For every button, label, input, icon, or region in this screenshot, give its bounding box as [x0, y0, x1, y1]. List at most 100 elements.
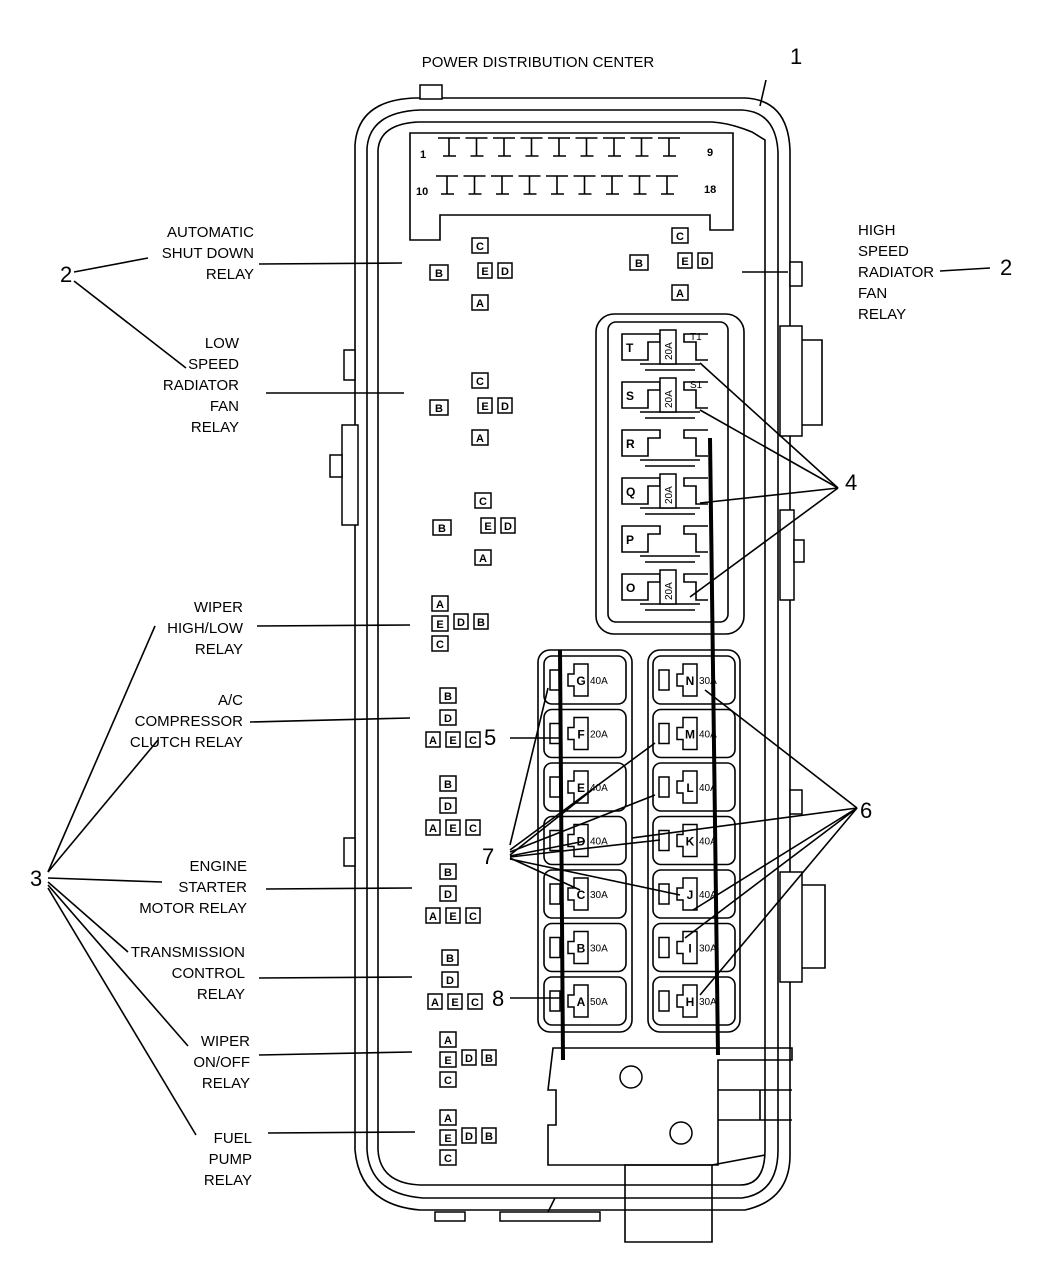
relay-pin — [431, 595, 449, 612]
maxi-fuse-slot-label: J — [687, 888, 694, 902]
maxi-fuse-amp-label: 30A — [590, 890, 608, 901]
relay-pin-label: C — [479, 496, 487, 508]
relay-pin-label: B — [485, 1053, 493, 1065]
relay-pin-label: E — [444, 1055, 451, 1067]
relay-pin — [671, 284, 689, 301]
relay-pin-label: C — [676, 231, 684, 243]
connector-pin-icon — [491, 175, 513, 195]
mini-fuse-tag-label: T1 — [690, 332, 702, 343]
relay-pin-label: A — [444, 1113, 452, 1125]
relay-pin-label: C — [476, 241, 484, 253]
mini-fuse-slot-label: R — [626, 437, 635, 451]
relay-label-line: RELAY — [191, 419, 239, 436]
relay-pin-label: B — [444, 779, 452, 791]
relay-pin-label: C — [469, 735, 477, 747]
relay-pin — [471, 429, 489, 446]
relay-pin — [439, 1109, 457, 1126]
relay-label-line: A/C — [218, 692, 243, 709]
relay-pin — [429, 264, 449, 281]
relay-pin-label: C — [444, 1153, 452, 1165]
connector-pin-icon — [575, 137, 598, 157]
mini-fuse-tag-label: S1 — [690, 380, 703, 391]
callout-numbers: 1 2 2 3 4 5 6 7 8 — [30, 44, 1012, 1011]
maxi-fuse-amp-label: 40A — [590, 783, 608, 794]
relay-pin-label: E — [481, 266, 488, 278]
connector-pin-10-label: 10 — [416, 186, 428, 198]
relay-pin-label: B — [438, 523, 446, 535]
relay-label-line: WIPER — [201, 1033, 250, 1050]
relay-pin-label: A — [476, 298, 484, 310]
relay-label-line: HIGH/LOW — [167, 620, 244, 637]
maxi-fuse-slot-label: I — [688, 942, 691, 956]
relay-pin-label: C — [436, 639, 444, 651]
relay-pin-label: C — [444, 1075, 452, 1087]
bus-bar-left — [558, 649, 565, 1061]
mini-fuse-amp-label: 20A — [664, 486, 675, 504]
relay-pin — [481, 1127, 497, 1144]
relay-pin — [461, 1127, 477, 1144]
maxi-fuse-amp-label: 40A — [590, 837, 608, 848]
mini-fuse-amp-label: 20A — [664, 390, 675, 408]
maxi-fuse-slot-label: N — [686, 674, 695, 688]
connector-pin-icon — [548, 137, 570, 157]
maxi-fuse-slot-label: H — [686, 995, 695, 1009]
connector-18-pin: 1 9 10 18 — [409, 132, 734, 241]
relay-pin — [439, 1031, 457, 1048]
relay-pin-label: A — [429, 823, 437, 835]
relay-label-line: SPEED — [858, 243, 909, 260]
mini-fuse-slot-label: P — [626, 533, 634, 547]
connector-pin-icon — [520, 137, 543, 157]
relay-label-line: LOW — [205, 335, 240, 352]
maxi-fuse-amp-label: 30A — [699, 676, 717, 687]
diagram-title: POWER DISTRIBUTION CENTER — [422, 54, 655, 71]
callout-2-left: 2 — [60, 262, 72, 287]
relay-pin — [439, 797, 457, 814]
relay-pin — [439, 1051, 457, 1068]
relay-pin — [461, 1049, 477, 1066]
connector-pin-icon — [656, 175, 678, 195]
relay-pin — [427, 993, 443, 1010]
relay-pin — [477, 262, 493, 279]
bottom-bracket — [547, 1047, 793, 1166]
relay-pin-label: A — [429, 911, 437, 923]
relay-pin-label: E — [449, 735, 456, 747]
maxi-fuse-slot-label: M — [685, 728, 695, 742]
mini-fuse-P: P — [621, 525, 708, 563]
relay-pin — [629, 254, 649, 271]
relay-pin — [439, 687, 457, 704]
relay-pin-label: A — [436, 599, 444, 611]
relay-pin — [474, 492, 492, 509]
relay-pin — [481, 1049, 497, 1066]
relay-label-line: STARTER — [178, 879, 247, 896]
relay-pin — [474, 549, 492, 566]
connector-pin-icon — [630, 137, 653, 157]
relay-pin-label: B — [635, 258, 643, 270]
relay-pin — [429, 399, 449, 416]
relay-pin-label: B — [485, 1131, 493, 1143]
relay-pin-label: E — [481, 401, 488, 413]
maxi-fuse-N: N 30A — [652, 655, 736, 705]
relay-pin — [471, 372, 489, 389]
connector-pin-icon — [601, 175, 623, 195]
relay-pin-label: E — [681, 256, 688, 268]
connector-pin-1-label: 1 — [420, 149, 426, 161]
relay-label-line: MOTOR RELAY — [139, 900, 247, 917]
relay-label-line: SPEED — [188, 356, 239, 373]
connector-pin-icon — [573, 175, 596, 195]
